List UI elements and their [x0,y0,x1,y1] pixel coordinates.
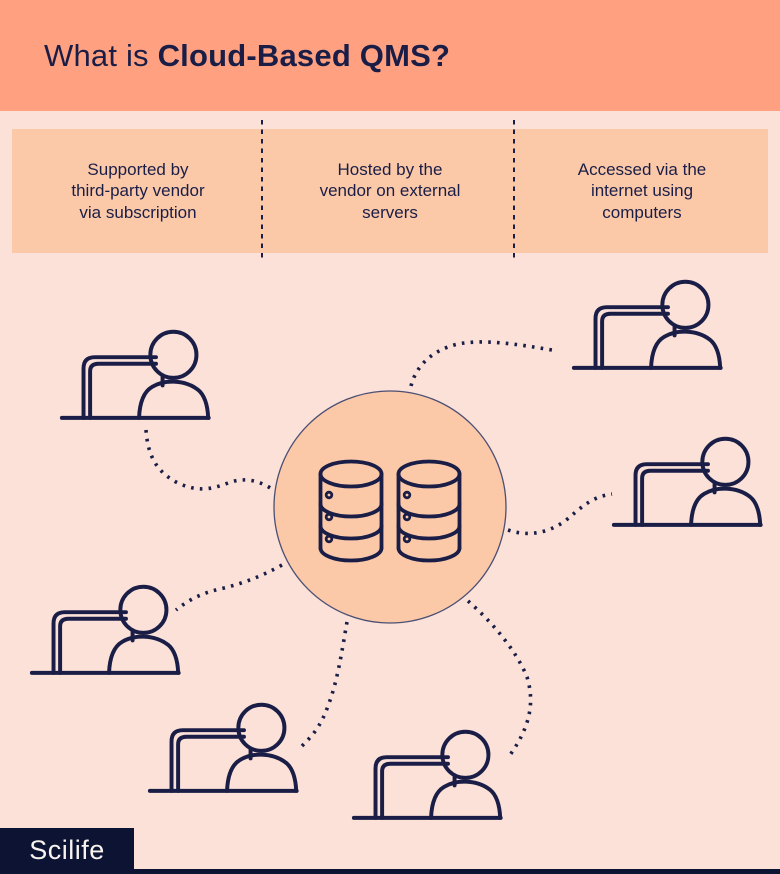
dotted-connector-bottom-center [298,621,349,750]
feature-supported: Supported by third-party vendor via subs… [71,159,205,222]
user-computer-icon-top-right [571,279,723,370]
scilife-logo: Scilife [0,828,134,874]
user-computer-icon-bottom-center [147,702,299,793]
user-computer-icon-top-left [59,329,211,420]
user-computer-icon-bottom-left [29,584,181,675]
dotted-connector-bottom-left [174,563,283,612]
dotted-connector-top-left [144,429,273,491]
bottom-bar [0,869,780,874]
feature-hosted: Hosted by the vendor on external servers [319,159,461,222]
header-banner: What is Cloud-Based QMS? [0,0,780,111]
title-bold: Cloud-Based QMS? [157,37,451,73]
diagram-canvas [29,279,763,820]
feature-band: Supported by third-party vendor via subs… [12,129,768,253]
dashed-separator [261,120,264,262]
dotted-connector-bottom-right [466,599,533,757]
user-computer-icon-bottom-right [351,729,503,820]
feature-accessed: Accessed via the internet using computer… [577,159,707,222]
scilife-logo-text: Scilife [29,834,105,865]
dotted-connector-top-right [409,340,553,387]
page-title: What is Cloud-Based QMS? [44,38,450,74]
dashed-separator [513,120,516,262]
central-circle [273,390,507,624]
dotted-connector-right [507,492,613,536]
title-regular: What is [44,37,158,73]
user-computer-icon-right [611,436,763,527]
